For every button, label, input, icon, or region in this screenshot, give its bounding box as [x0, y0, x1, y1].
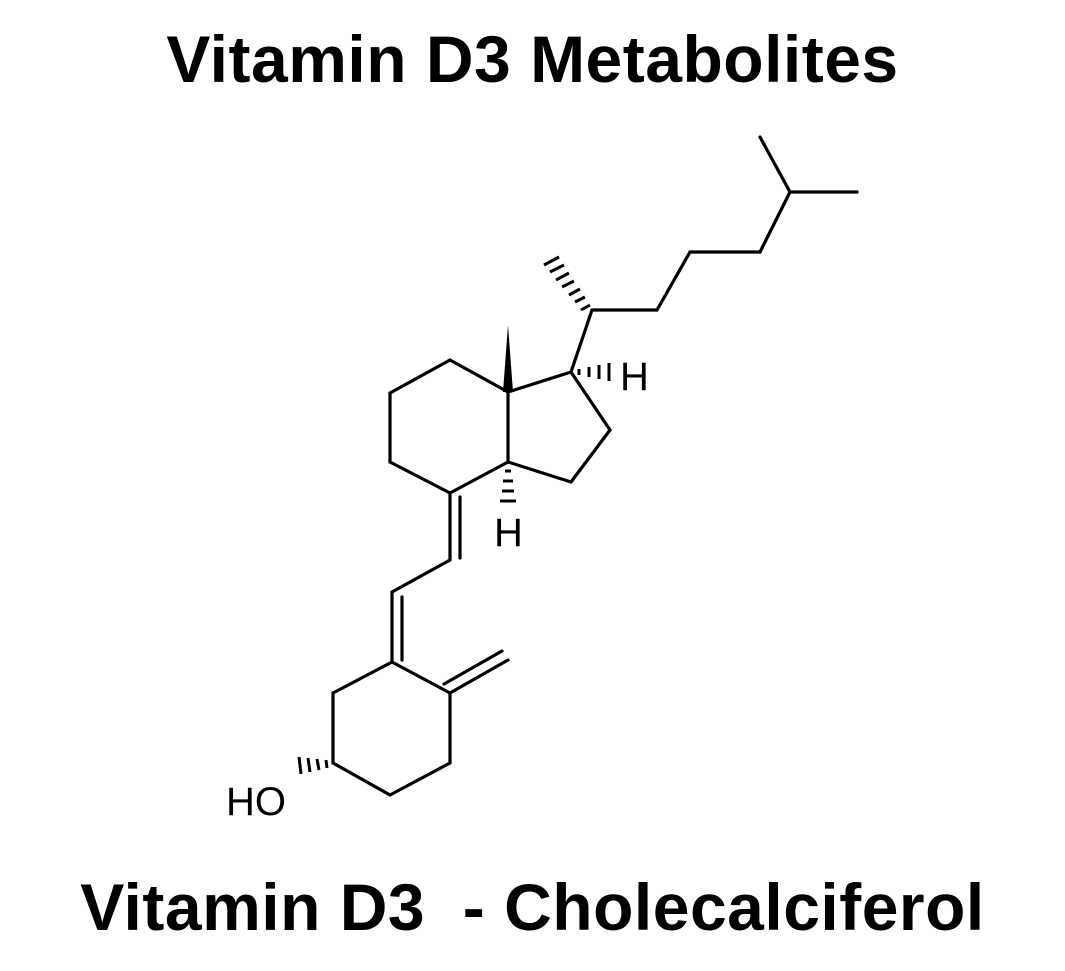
bond	[569, 370, 612, 432]
bond	[506, 460, 573, 484]
bond	[390, 558, 452, 594]
bond	[331, 761, 392, 797]
side-chain	[569, 135, 859, 374]
bond	[388, 358, 452, 395]
compound-caption: Vitamin D3 - Cholecalciferol	[80, 870, 985, 944]
hydrogen-label-c17: H	[620, 355, 649, 399]
bond	[758, 190, 792, 254]
bond	[388, 460, 452, 495]
hydrogen-label-c14: H	[494, 511, 523, 555]
ring-d	[506, 370, 612, 484]
bond	[506, 370, 573, 394]
bond	[758, 135, 792, 194]
ring-a	[331, 660, 452, 797]
bond	[448, 460, 510, 495]
hashed-h-c17	[577, 363, 611, 381]
bond	[569, 308, 594, 374]
bond	[390, 660, 452, 695]
hashed-methyl-c20	[543, 255, 591, 312]
bond	[448, 658, 510, 695]
triene-linker	[390, 491, 462, 664]
hydroxyl-label: HO	[226, 780, 286, 824]
bond	[388, 761, 452, 797]
diagram-title: Vitamin D3 Metabolites	[166, 22, 899, 96]
bond	[448, 358, 510, 394]
bond	[442, 649, 504, 686]
hashed-h-c14	[500, 469, 516, 503]
wedge-methyl-c13	[503, 325, 513, 392]
hashed-hydroxyl-c3	[297, 756, 329, 775]
bond	[569, 428, 612, 484]
ring-c	[388, 358, 510, 495]
bond	[331, 660, 394, 695]
exocyclic-methylene	[442, 649, 510, 695]
bond	[655, 250, 692, 312]
